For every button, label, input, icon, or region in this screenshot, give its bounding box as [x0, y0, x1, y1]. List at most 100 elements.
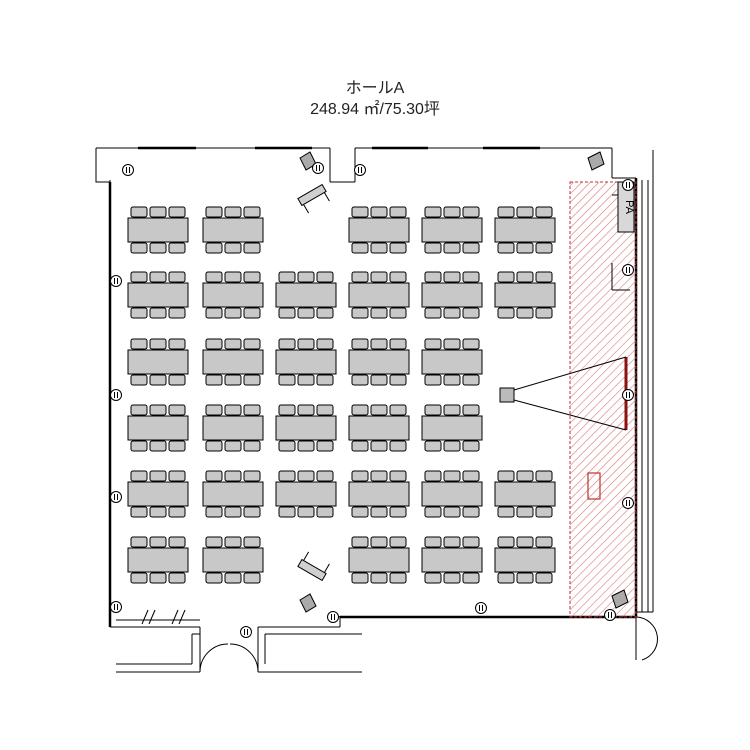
chair: [243, 206, 261, 218]
table-set: [348, 536, 410, 584]
chair: [389, 440, 407, 452]
chair: [443, 536, 461, 548]
table: [348, 349, 410, 375]
chair: [424, 470, 442, 482]
table-set: [421, 271, 483, 319]
chair: [224, 242, 242, 254]
chair: [149, 506, 167, 518]
chair: [205, 307, 223, 319]
table-set: [275, 404, 337, 452]
table-set: [202, 338, 264, 386]
table: [127, 481, 189, 507]
chair: [351, 338, 369, 350]
chair: [243, 307, 261, 319]
table-set: [202, 470, 264, 518]
table-set: [127, 338, 189, 386]
table: [202, 547, 264, 573]
chair: [297, 506, 315, 518]
chair: [516, 536, 534, 548]
outlet-icon: [622, 264, 634, 276]
chair: [389, 470, 407, 482]
chair: [224, 440, 242, 452]
chair: [243, 242, 261, 254]
chair: [297, 271, 315, 283]
chair: [351, 470, 369, 482]
chair: [168, 506, 186, 518]
table: [127, 415, 189, 441]
chair: [351, 271, 369, 283]
table-set: [202, 536, 264, 584]
table-set: [127, 206, 189, 254]
chair: [389, 572, 407, 584]
chair: [168, 242, 186, 254]
chair: [243, 572, 261, 584]
chair: [297, 404, 315, 416]
table: [202, 481, 264, 507]
chair: [516, 307, 534, 319]
outlet-icon: [110, 275, 122, 287]
table: [421, 415, 483, 441]
table: [421, 217, 483, 243]
chair: [462, 572, 480, 584]
cable-bracket: [611, 263, 630, 291]
chair: [278, 307, 296, 319]
table-set: [202, 271, 264, 319]
chair: [130, 470, 148, 482]
chair: [149, 572, 167, 584]
pa-label: PA: [623, 200, 635, 215]
chair: [370, 338, 388, 350]
table-set: [202, 404, 264, 452]
table: [127, 282, 189, 308]
chair: [224, 374, 242, 386]
table: [348, 547, 410, 573]
table-set: [494, 206, 556, 254]
chair: [424, 307, 442, 319]
chair: [278, 271, 296, 283]
chair: [316, 404, 334, 416]
chair: [149, 338, 167, 350]
table: [202, 349, 264, 375]
table: [127, 217, 189, 243]
table-set: [421, 470, 483, 518]
chair: [351, 242, 369, 254]
chair: [370, 572, 388, 584]
chair: [443, 440, 461, 452]
chair: [168, 536, 186, 548]
room-title: ホールA 248.94 ㎡/75.30坪: [0, 78, 750, 120]
chair: [497, 470, 515, 482]
chair: [443, 572, 461, 584]
table-set: [494, 271, 556, 319]
chair: [535, 536, 553, 548]
chair: [535, 470, 553, 482]
seating-area: [127, 206, 556, 584]
chair: [224, 536, 242, 548]
chair: [224, 470, 242, 482]
chair: [297, 374, 315, 386]
chair: [462, 206, 480, 218]
chair: [497, 206, 515, 218]
chair: [243, 470, 261, 482]
chair: [243, 271, 261, 283]
table-set: [494, 536, 556, 584]
chair: [389, 242, 407, 254]
chair: [205, 404, 223, 416]
chair: [443, 470, 461, 482]
room-name: ホールA: [345, 80, 405, 97]
chair: [224, 338, 242, 350]
chair: [370, 404, 388, 416]
chair: [443, 338, 461, 350]
table-set: [421, 536, 483, 584]
table-set: [275, 271, 337, 319]
table: [421, 481, 483, 507]
chair: [424, 206, 442, 218]
chair: [462, 338, 480, 350]
chair: [149, 404, 167, 416]
chair: [370, 307, 388, 319]
left-wall: [108, 182, 200, 628]
chair: [149, 242, 167, 254]
outlet-icon: [327, 611, 339, 623]
table: [494, 547, 556, 573]
chair: [370, 506, 388, 518]
chair: [389, 374, 407, 386]
chair: [205, 572, 223, 584]
